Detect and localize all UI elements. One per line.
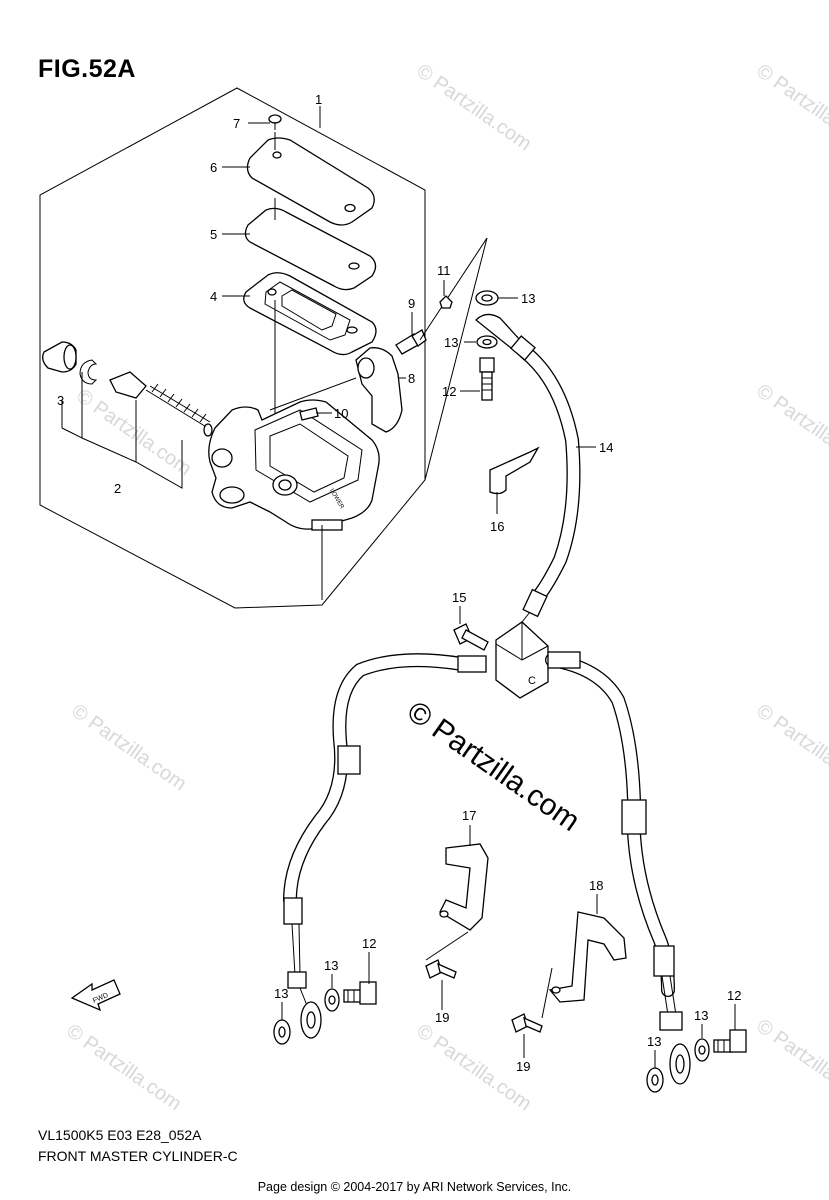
callout-12-lower-right: 12 (727, 988, 741, 1003)
master-cylinder-body: LOWER (208, 399, 380, 531)
part-8-holder (355, 347, 403, 433)
part-17-bracket (439, 843, 489, 931)
callout-7: 7 (233, 116, 240, 131)
diagram-code: VL1500K5 E03 E28_052A (38, 1127, 202, 1143)
callout-bracket (61, 372, 83, 439)
diagram-name: FRONT MASTER CYLINDER-C (38, 1148, 238, 1164)
forward-direction-arrow: FWD (70, 979, 121, 1012)
left-brake-hose (283, 653, 487, 1039)
part-13-washer-lower-left-a (273, 1019, 291, 1045)
callout-3: 3 (57, 393, 64, 408)
callout-4: 4 (210, 289, 217, 304)
part-9-bolt (395, 329, 427, 355)
part-18-bracket (548, 911, 627, 1003)
part-13-washer-lower-right-b (694, 1038, 710, 1062)
callout-bracket (81, 437, 183, 489)
part-19-bolt-a (425, 959, 457, 979)
callout-8: 8 (408, 371, 415, 386)
figure-title: FIG.52A (38, 55, 136, 83)
part-13-washer-lower-right-a (646, 1067, 664, 1093)
callout-11: 11 (437, 263, 451, 278)
callout-13-lower-left-a: 13 (274, 986, 288, 1001)
part-10-bolt (299, 407, 319, 421)
part-11-cap (439, 295, 453, 309)
callout-14: 14 (599, 440, 613, 455)
callout-10: 10 (334, 406, 348, 421)
assembly-line (419, 237, 488, 341)
part-2-piston-kit (109, 371, 213, 437)
callout-labels: 1 7 6 5 4 9 8 10 3 2 11 13 13 12 14 16 1… (57, 92, 741, 1074)
callout-17: 17 (462, 808, 476, 823)
callout-15: 15 (452, 590, 466, 605)
part-2-circlip (79, 359, 98, 385)
part-5-diaphragm-plate (244, 207, 377, 291)
callout-19-a: 19 (435, 1010, 449, 1025)
part-4-diaphragm (243, 272, 377, 356)
part-16-clamp (489, 446, 540, 495)
part-13-washer-upper-a (475, 290, 499, 306)
part-3-boot (42, 341, 77, 373)
assembly-outline (39, 87, 426, 609)
callout-18: 18 (589, 878, 603, 893)
callout-12-lower-left: 12 (362, 936, 376, 951)
assembly-line (424, 237, 488, 481)
callout-16: 16 (490, 519, 504, 534)
part-6-reservoir-cap (246, 137, 375, 226)
callout-2: 2 (114, 481, 121, 496)
part-7-screw (268, 114, 282, 130)
callout-13-lower-right-b: 13 (694, 1008, 708, 1023)
part-13-washer-lower-left-b (324, 988, 340, 1012)
callout-6: 6 (210, 160, 217, 175)
hub-mark: C (528, 675, 536, 687)
callout-19-b: 19 (516, 1059, 530, 1074)
assembly-line (269, 377, 357, 411)
part-12-banjo-bolt-upper (479, 357, 495, 401)
callout-5: 5 (210, 227, 217, 242)
callout-13-lower-left-b: 13 (324, 958, 338, 973)
callout-1: 1 (315, 92, 322, 107)
callout-13-upper-a: 13 (521, 291, 535, 306)
part-13-washer-upper-b (476, 335, 498, 349)
assembly-line (425, 931, 469, 961)
callout-12-upper: 12 (442, 384, 456, 399)
callout-13-upper-b: 13 (444, 335, 458, 350)
callout-9: 9 (408, 296, 415, 311)
callout-13-lower-right-a: 13 (647, 1034, 661, 1049)
right-brake-hose (545, 651, 691, 1085)
assembly-line (541, 967, 553, 1019)
part-19-bolt-b (511, 1013, 543, 1033)
part-12-banjo-bolt-lower-right (713, 1029, 747, 1053)
part-15-bolt (453, 623, 489, 651)
leader-lines (222, 106, 736, 1068)
part-12-banjo-bolt-lower-left (343, 981, 377, 1005)
page-credit: Page design © 2004-2017 by ARI Network S… (257, 1180, 572, 1194)
part-14-brake-hose (475, 313, 581, 623)
three-way-joint: C (495, 621, 549, 699)
